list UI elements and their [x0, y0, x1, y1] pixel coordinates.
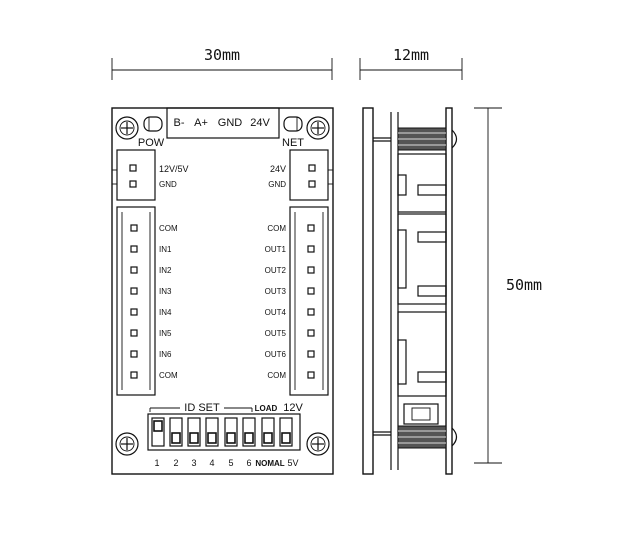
- terminal-label-gnd: GND: [218, 117, 243, 129]
- dip-switch-lever: [281, 432, 291, 444]
- output-label: OUT3: [265, 287, 287, 296]
- input-pin: [130, 308, 138, 316]
- width-side-label: 12mm: [393, 46, 429, 64]
- net-led: [283, 116, 303, 132]
- dip-switch-slot: [242, 417, 256, 447]
- dip-number: 4: [209, 458, 214, 468]
- input-label: IN3: [159, 287, 172, 296]
- input-pin: [130, 329, 138, 337]
- output-label: OUT2: [265, 266, 287, 275]
- dip-voltage-top: 12V: [283, 402, 303, 414]
- width-front-label: 30mm: [204, 46, 240, 64]
- dip-switch-lever: [244, 432, 254, 444]
- front-view: B- A+ GND 24V: [111, 107, 334, 475]
- dip-switch: ID SET LOAD 12V 1 2 3 4 5 6 NOMAL 5V: [147, 402, 303, 468]
- pow-title: POW: [138, 137, 165, 149]
- terminal-label-a-plus: A+: [194, 117, 208, 129]
- output-label: OUT4: [265, 308, 287, 317]
- output-pin: [307, 224, 315, 232]
- input-label: IN1: [159, 245, 172, 254]
- dimension-side-width: 12mm: [359, 46, 463, 80]
- output-pin: [307, 245, 315, 253]
- input-pin: [130, 266, 138, 274]
- pow-led: [143, 116, 163, 132]
- pcb-outline: [111, 107, 334, 475]
- side-connector-io-1: [397, 213, 447, 305]
- dip-switch-slot: [224, 417, 238, 447]
- dip-voltage-bottom: 5V: [287, 458, 298, 468]
- dip-switch-slot: [169, 417, 183, 447]
- dip-switch-lever: [171, 432, 181, 444]
- dimension-front-width: 30mm: [111, 46, 333, 80]
- output-connector: COM OUT1 OUT2 OUT3 OUT4 OUT5 OUT6 COM: [265, 206, 329, 396]
- net-pin-1-label: 24V: [270, 164, 286, 174]
- dip-title: ID SET: [184, 402, 220, 414]
- input-connector: COM IN1 IN2 IN3 IN4 IN5 IN6 COM: [116, 206, 178, 396]
- dip-nomal-label: NOMAL: [255, 459, 284, 468]
- height-label: 50mm: [506, 276, 542, 294]
- screw-top-left-icon: [115, 116, 139, 140]
- dip-switch-slot: [187, 417, 201, 447]
- screw-bottom-right-icon: [306, 432, 330, 456]
- dimension-height: 50mm: [474, 107, 542, 464]
- input-pin: [130, 224, 138, 232]
- dip-switch-lever: [263, 432, 273, 444]
- output-pin: [307, 329, 315, 337]
- net-pin-2-label: GND: [268, 180, 286, 189]
- dip-housing: [147, 413, 301, 451]
- dip-switch-lever: [153, 420, 163, 432]
- pow-pin-1-label: 12V/5V: [159, 164, 189, 174]
- screw-top-right-icon: [306, 116, 330, 140]
- input-label: COM: [159, 371, 178, 380]
- dip-switch-lever: [207, 432, 217, 444]
- side-pcb-left: [362, 107, 374, 475]
- dip-number: 6: [246, 458, 251, 468]
- dip-number: 1: [154, 458, 159, 468]
- dip-switch-slot: [151, 417, 165, 447]
- pow-pin-2-label: GND: [159, 180, 177, 189]
- terminal-block: [166, 107, 280, 139]
- side-view: [362, 107, 458, 475]
- output-pin: [307, 371, 315, 379]
- side-terminal-bottom: [397, 403, 458, 449]
- dip-number: 5: [228, 458, 233, 468]
- input-pin: [130, 350, 138, 358]
- input-pin: [130, 287, 138, 295]
- side-connector-io-2: [397, 311, 447, 397]
- input-label: IN2: [159, 266, 172, 275]
- dip-load-label: LOAD: [255, 404, 278, 413]
- screw-bottom-left-icon: [115, 432, 139, 456]
- output-pin: [307, 266, 315, 274]
- output-pin: [307, 350, 315, 358]
- output-pin: [307, 287, 315, 295]
- input-label: IN5: [159, 329, 172, 338]
- output-pin: [307, 308, 315, 316]
- side-connector-pow: [397, 153, 447, 213]
- input-label: IN4: [159, 308, 172, 317]
- dip-switch-slot: [205, 417, 219, 447]
- dip-switch-lever: [226, 432, 236, 444]
- net-title: NET: [282, 137, 304, 149]
- dip-switch-slot: [279, 417, 293, 447]
- terminal-label-b-minus: B-: [174, 117, 185, 129]
- side-terminal-top: [397, 127, 458, 151]
- output-label: OUT6: [265, 350, 287, 359]
- net-connector: 24V GND: [268, 149, 334, 201]
- output-label: OUT5: [265, 329, 287, 338]
- input-pin: [130, 245, 138, 253]
- output-label: COM: [267, 224, 286, 233]
- pow-connector: 12V/5V GND: [111, 149, 189, 201]
- terminal-label-24v: 24V: [250, 117, 270, 129]
- output-label: OUT1: [265, 245, 287, 254]
- side-pcb-right: [445, 107, 453, 475]
- dip-number: 3: [191, 458, 196, 468]
- dip-switch-lever: [189, 432, 199, 444]
- dip-number: 2: [173, 458, 178, 468]
- output-label: COM: [267, 371, 286, 380]
- input-pin: [130, 371, 138, 379]
- dip-switch-slot: [261, 417, 275, 447]
- input-label: COM: [159, 224, 178, 233]
- input-label: IN6: [159, 350, 172, 359]
